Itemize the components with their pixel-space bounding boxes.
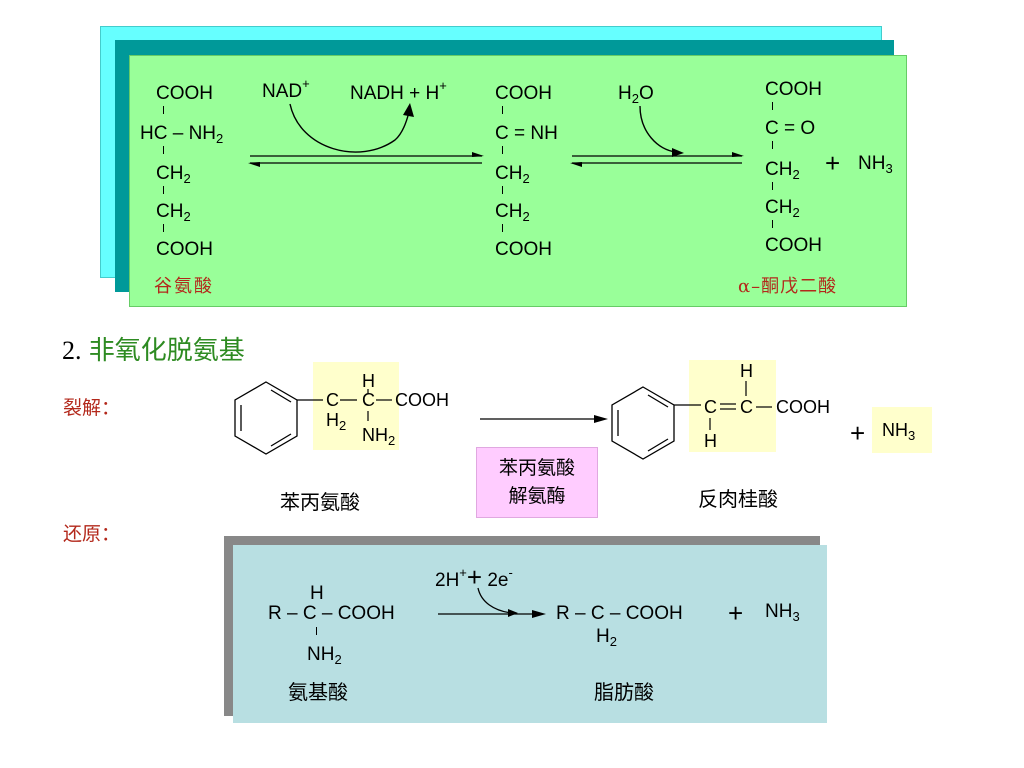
aa-backbone: R – C – COOH [268, 603, 395, 624]
curved-arrow-icon [639, 105, 677, 153]
bond [502, 224, 503, 232]
bond [502, 146, 503, 154]
bond [163, 224, 164, 232]
benzene-ring-icon [611, 386, 675, 460]
keto-ch2-2: CH2 [765, 197, 800, 220]
cin-carbon-2: C [740, 397, 753, 417]
phe-h2: H2 [326, 410, 347, 433]
keto-carbonyl: C = O [765, 118, 816, 139]
cleavage-ammonia: NH3 [882, 420, 916, 443]
curved-arrow-icon [289, 103, 410, 153]
bond [772, 102, 773, 110]
equilibrium-arrow-icon [248, 152, 484, 167]
curved-arrow-icon [477, 587, 513, 614]
imino-ch2-2: CH2 [495, 201, 530, 224]
enzyme-name-line2: 解氨酶 [508, 485, 566, 507]
imino-ch2-1: CH2 [495, 163, 530, 186]
bond [772, 220, 773, 228]
enzyme-box: 苯丙氨酸 解氨酶 [476, 447, 598, 518]
phe-nh2: NH2 [362, 425, 396, 448]
cinnamic-name: 反肉桂酸 [698, 487, 778, 511]
bond [163, 186, 164, 194]
imino-cooh-bottom: COOH [495, 239, 552, 260]
section-number: 2. [62, 336, 82, 365]
bond [502, 186, 503, 194]
bond [772, 141, 773, 149]
cleavage-plus: + [850, 418, 866, 448]
phe-alpha-h: H [362, 371, 375, 391]
fa-backbone: R – C – COOH [556, 603, 683, 624]
imino-cooh-top: COOH [495, 83, 552, 104]
keto-ch2-1: CH2 [765, 159, 800, 182]
phe-ch2-carbon: C [326, 390, 339, 410]
water-label: H2O [618, 83, 654, 106]
nad-label: NAD+ [262, 76, 310, 102]
amino-acid-name: 氨基酸 [288, 680, 348, 704]
section-heading: 2. 非氧化脱氨基 [62, 330, 245, 367]
cleavage-label: 裂解： [63, 397, 121, 419]
cinnamic-highlight [689, 360, 776, 452]
fatty-acid-name: 脂肪酸 [594, 680, 654, 704]
bond [502, 106, 503, 114]
nadh-label: NADH + H+ [350, 78, 447, 104]
glutamate-ch2-1: CH2 [156, 163, 191, 186]
glutamate-cooh-bottom: COOH [156, 239, 213, 260]
keto-cooh-top: COOH [765, 79, 822, 100]
imino-carbon: C = NH [495, 123, 558, 144]
cin-cooh: COOH [776, 397, 830, 417]
ketoglutarate-name: α–酮戊二酸 [738, 276, 838, 297]
phe-alpha-carbon: C [362, 390, 375, 410]
bond [316, 627, 317, 635]
top-panel-front-green [129, 55, 907, 307]
reduction-plus: + [728, 598, 744, 628]
bond [163, 146, 164, 154]
fa-h2: H2 [596, 626, 617, 649]
bond [772, 182, 773, 190]
bond [163, 106, 164, 114]
glutamate-alpha-carbon: HC – NH2 [140, 123, 224, 146]
equilibrium-arrow-icon [570, 152, 744, 167]
phe-cooh: COOH [395, 390, 449, 410]
phe-side-chain-highlight [313, 362, 399, 450]
glutamate-name: 谷氨酸 [154, 276, 214, 297]
ammonia-highlight [872, 407, 932, 453]
reduction-panel [233, 545, 827, 723]
cin-carbon-1: C [704, 397, 717, 417]
reaction-arrow-icon [480, 415, 608, 423]
aa-h: H [310, 583, 324, 604]
reduction-label: 还原： [63, 523, 121, 545]
top-plus-sign: + [825, 148, 841, 178]
cin-h-bottom: H [704, 431, 717, 451]
top-ammonia: NH3 [858, 153, 893, 176]
aa-nh2: NH2 [307, 644, 342, 667]
reduction-ammonia: NH3 [765, 601, 800, 624]
reaction-arrow-icon [438, 610, 546, 618]
reduction-reagents: 2H++ 2e- [435, 562, 513, 592]
enzyme-name-line1: 苯丙氨酸 [498, 457, 575, 479]
keto-cooh-bottom: COOH [765, 235, 822, 256]
section-title: 非氧化脱氨基 [88, 336, 245, 366]
cin-h-top: H [740, 361, 753, 381]
glutamate-ch2-2: CH2 [156, 201, 191, 224]
glutamate-cooh-top: COOH [156, 83, 213, 104]
phe-name: 苯丙氨酸 [280, 490, 360, 514]
